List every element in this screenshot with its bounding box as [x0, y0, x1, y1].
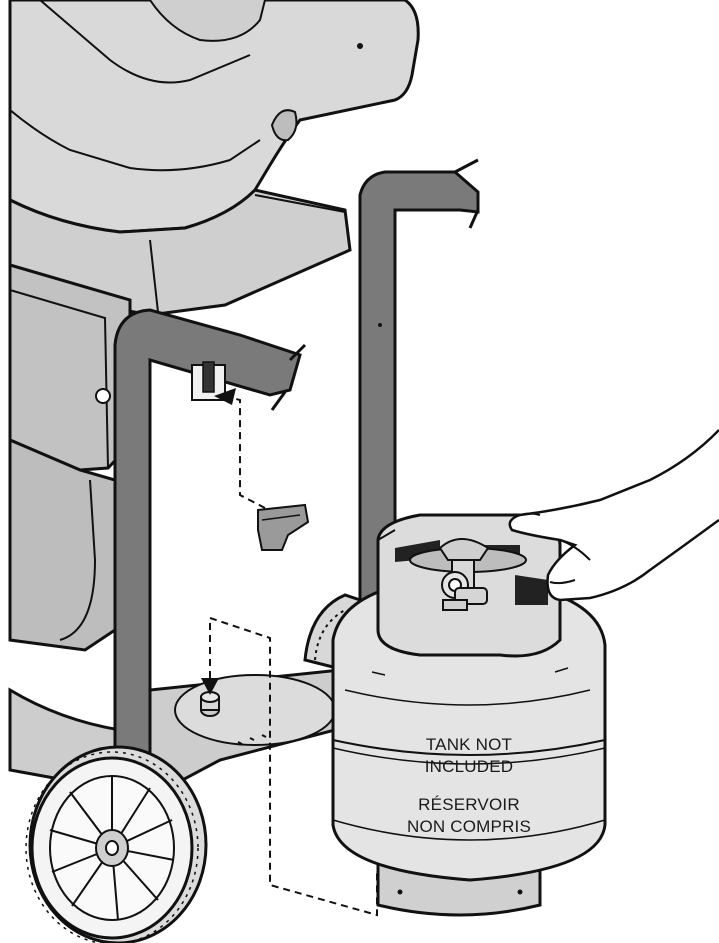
hand-icon — [508, 429, 719, 602]
tank-clip-part — [257, 503, 310, 551]
tank-label-fr-1: RÉSERVOIR — [418, 795, 520, 814]
tank-label: TANK NOT INCLUDED RÉSERVOIR NON COMPRIS — [407, 735, 531, 836]
tank-label-en-1: TANK NOT — [426, 735, 512, 754]
side-panel — [8, 263, 132, 652]
arrow-icon — [214, 388, 236, 405]
guide-lines — [209, 397, 378, 917]
wheel-icon — [25, 745, 208, 943]
grill-lid — [8, 0, 420, 234]
tank-label-en-2: INCLUDED — [425, 757, 514, 776]
propane-tank — [331, 513, 607, 917]
arrow-icon — [201, 678, 219, 695]
grill-body — [8, 188, 352, 317]
cart-frame-rear — [358, 158, 480, 612]
tank-valve-icon — [438, 538, 490, 611]
tank-label-fr-2: NON COMPRIS — [407, 817, 531, 836]
cart-frame-front — [113, 308, 307, 800]
